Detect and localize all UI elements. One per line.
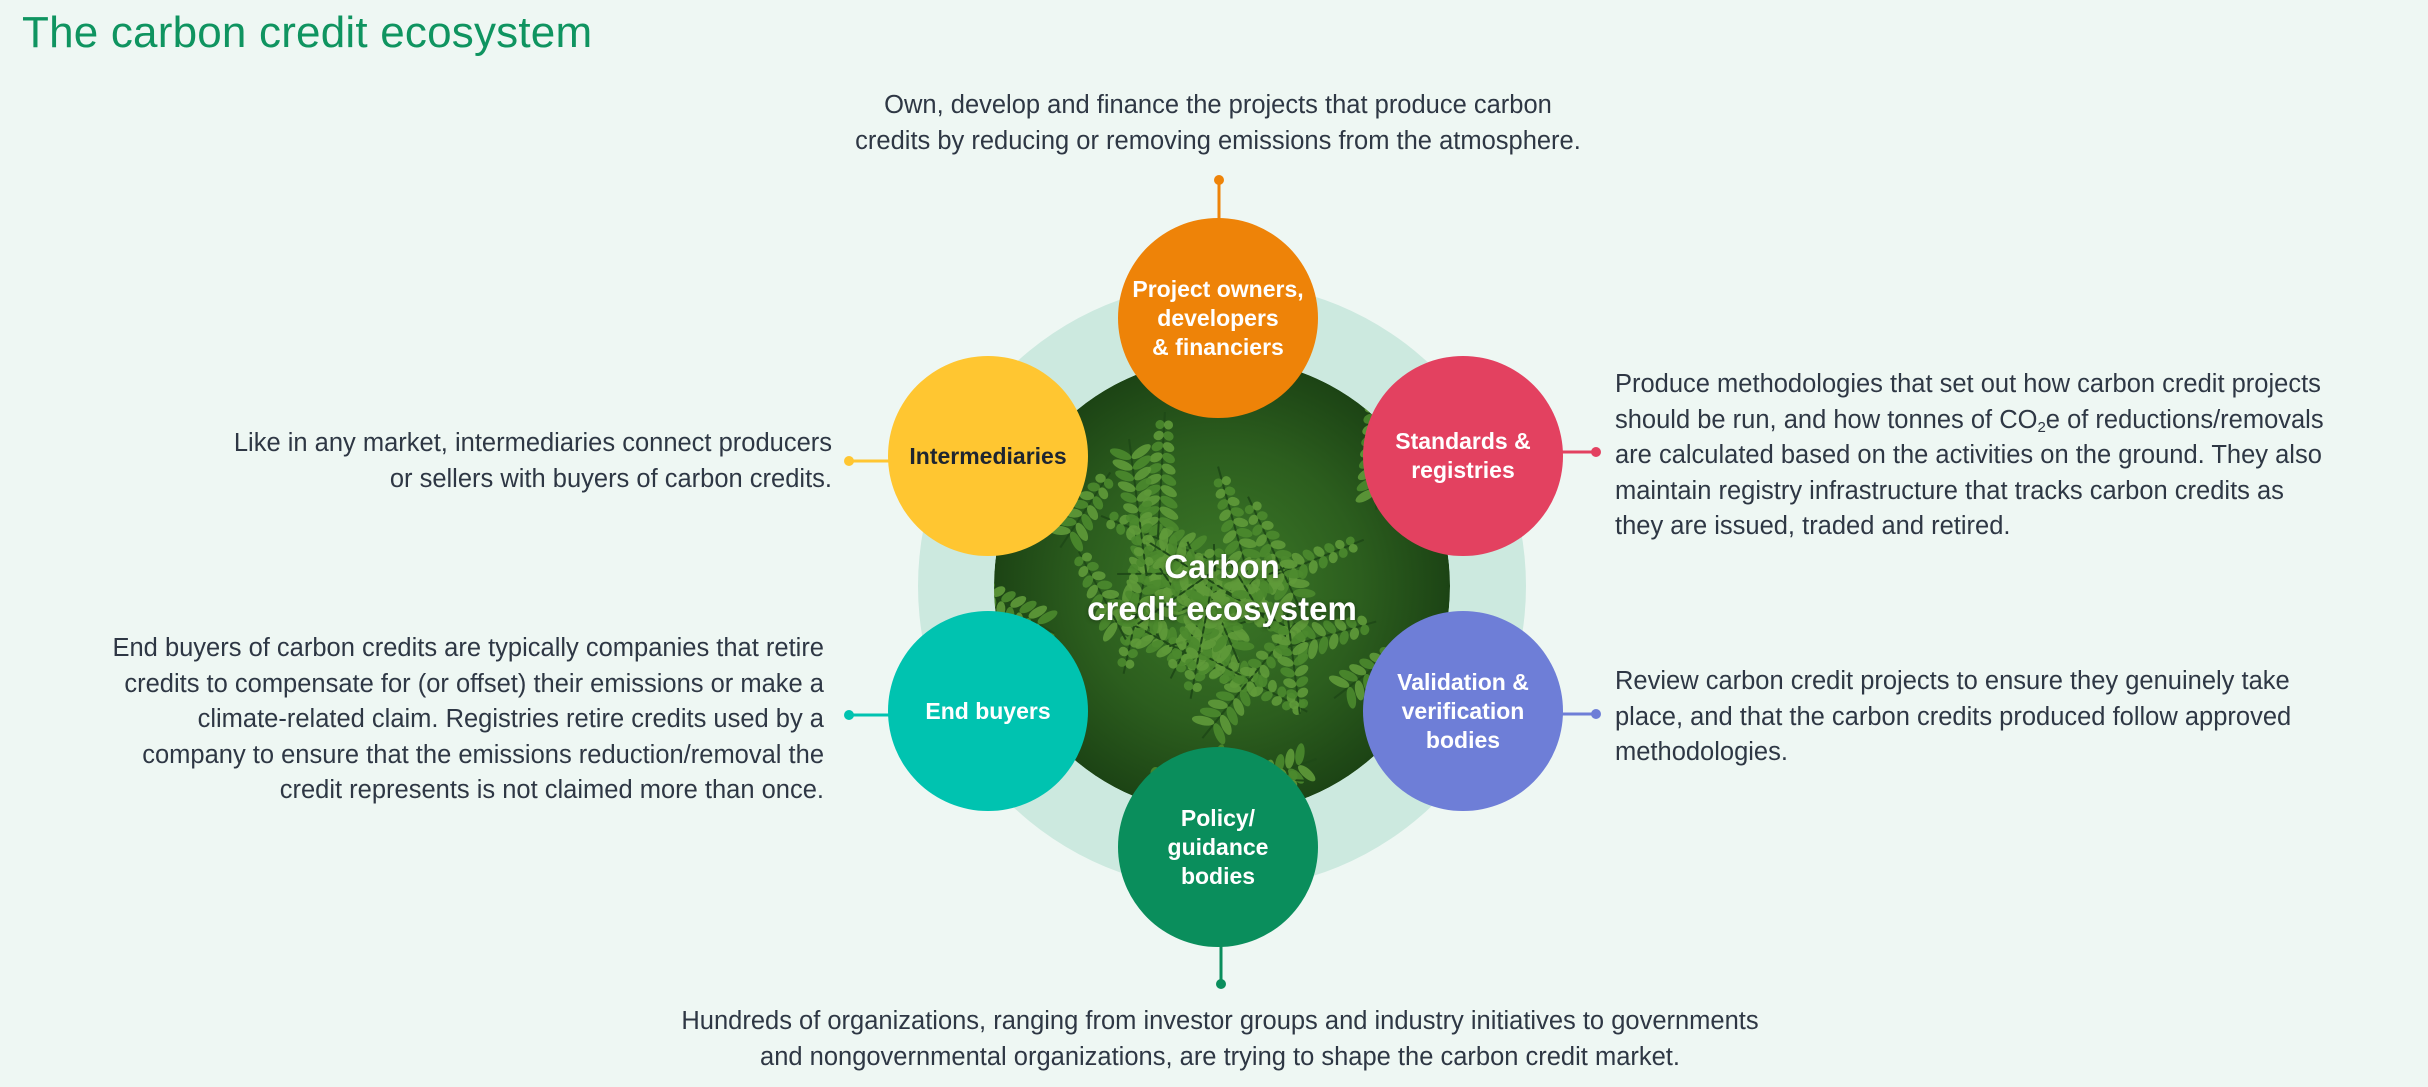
description-line: should be run, and how tonnes of CO2e of… bbox=[1615, 403, 2415, 439]
description-line: are calculated based on the activities o… bbox=[1615, 441, 2322, 469]
connector-project bbox=[1214, 175, 1224, 222]
description-line: End buyers of carbon credits are typical… bbox=[112, 634, 824, 662]
description-line: credits to compensate for (or offset) th… bbox=[124, 669, 824, 698]
description-text: e of reductions/removals bbox=[2045, 405, 2324, 434]
description-line: climate-related claim. Registries retire… bbox=[197, 705, 824, 733]
node-endbuyers-label: End buyers bbox=[925, 697, 1051, 724]
description-line: Produce methodologies that set out how c… bbox=[1615, 370, 2321, 398]
description-policy-guidance: Hundreds of organizations, ranging from … bbox=[600, 1004, 1840, 1075]
description-line: and nongovernmental organizations, are t… bbox=[760, 1042, 1680, 1071]
node-project-owners-label-3: & financiers bbox=[1152, 333, 1284, 360]
node-standards-registries: Standards & registries bbox=[1363, 356, 1563, 556]
co2-subscript: 2 bbox=[2037, 418, 2046, 436]
node-end-buyers: End buyers bbox=[888, 611, 1088, 811]
description-line: Review carbon credit projects to ensure … bbox=[1615, 667, 2290, 695]
node-standards-label-1: Standards & bbox=[1395, 428, 1531, 454]
node-intermediaries-label: Intermediaries bbox=[909, 442, 1067, 469]
description-intermediaries: Like in any market, intermediaries conne… bbox=[120, 426, 832, 497]
node-validation-label-3: bodies bbox=[1425, 726, 1501, 753]
description-line: company to ensure that the emissions red… bbox=[142, 740, 824, 769]
description-line: maintain registry infrastructure that tr… bbox=[1615, 476, 2284, 505]
description-line: they are issued, traded and retired. bbox=[1615, 512, 2011, 540]
connector-endbuyers bbox=[844, 710, 892, 720]
node-policy-label-3: bodies bbox=[1180, 862, 1256, 889]
node-project-owners-label-1: Project owners, bbox=[1132, 275, 1304, 302]
description-end-buyers: End buyers of carbon credits are typical… bbox=[40, 631, 824, 809]
node-policy-guidance: Policy/ guidance bodies bbox=[1118, 747, 1318, 947]
description-line: Own, develop and finance the projects th… bbox=[884, 91, 1552, 119]
description-line: Hundreds of organizations, ranging from … bbox=[681, 1007, 1759, 1035]
description-line: Like in any market, intermediaries conne… bbox=[233, 429, 832, 457]
node-validation-verification: Validation & verification bodies bbox=[1363, 611, 1563, 811]
node-policy-label-1: Policy/ bbox=[1180, 804, 1256, 831]
description-line: or sellers with buyers of carbon credits… bbox=[389, 464, 832, 493]
description-line: methodologies. bbox=[1615, 738, 1788, 766]
page-title: The carbon credit ecosystem bbox=[22, 8, 593, 57]
connector-intermediaries bbox=[844, 456, 892, 466]
center-label: Carbon credit ecosystem bbox=[1022, 546, 1422, 630]
connector-validation bbox=[1558, 709, 1601, 719]
description-standards-registries: Produce methodologies that set out how c… bbox=[1615, 367, 2415, 545]
description-line: credits by reducing or removing emission… bbox=[855, 126, 1581, 155]
description-text: should be run, and how tonnes of CO bbox=[1615, 405, 2038, 434]
connector-standards bbox=[1558, 447, 1601, 457]
node-policy-label-2: guidance bbox=[1167, 833, 1269, 860]
description-line: place, and that the carbon credits produ… bbox=[1615, 702, 2292, 731]
description-project-owners: Own, develop and finance the projects th… bbox=[780, 88, 1656, 159]
center-label-line2: credit ecosystem bbox=[1087, 590, 1357, 627]
center-label-line1: Carbon bbox=[1164, 548, 1280, 585]
node-validation-label-1: Validation & bbox=[1397, 668, 1529, 695]
description-line: credit represents is not claimed more th… bbox=[279, 776, 824, 804]
description-validation-verification: Review carbon credit projects to ensure … bbox=[1615, 664, 2415, 771]
connector-policy bbox=[1216, 946, 1226, 989]
node-project-owners-label-2: developers bbox=[1157, 304, 1279, 331]
node-standards-label-2: registries bbox=[1411, 457, 1515, 483]
node-validation-label-2: verification bbox=[1401, 697, 1525, 724]
node-intermediaries: Intermediaries bbox=[888, 356, 1088, 556]
node-project-owners: Project owners, developers & financiers bbox=[1118, 218, 1318, 418]
